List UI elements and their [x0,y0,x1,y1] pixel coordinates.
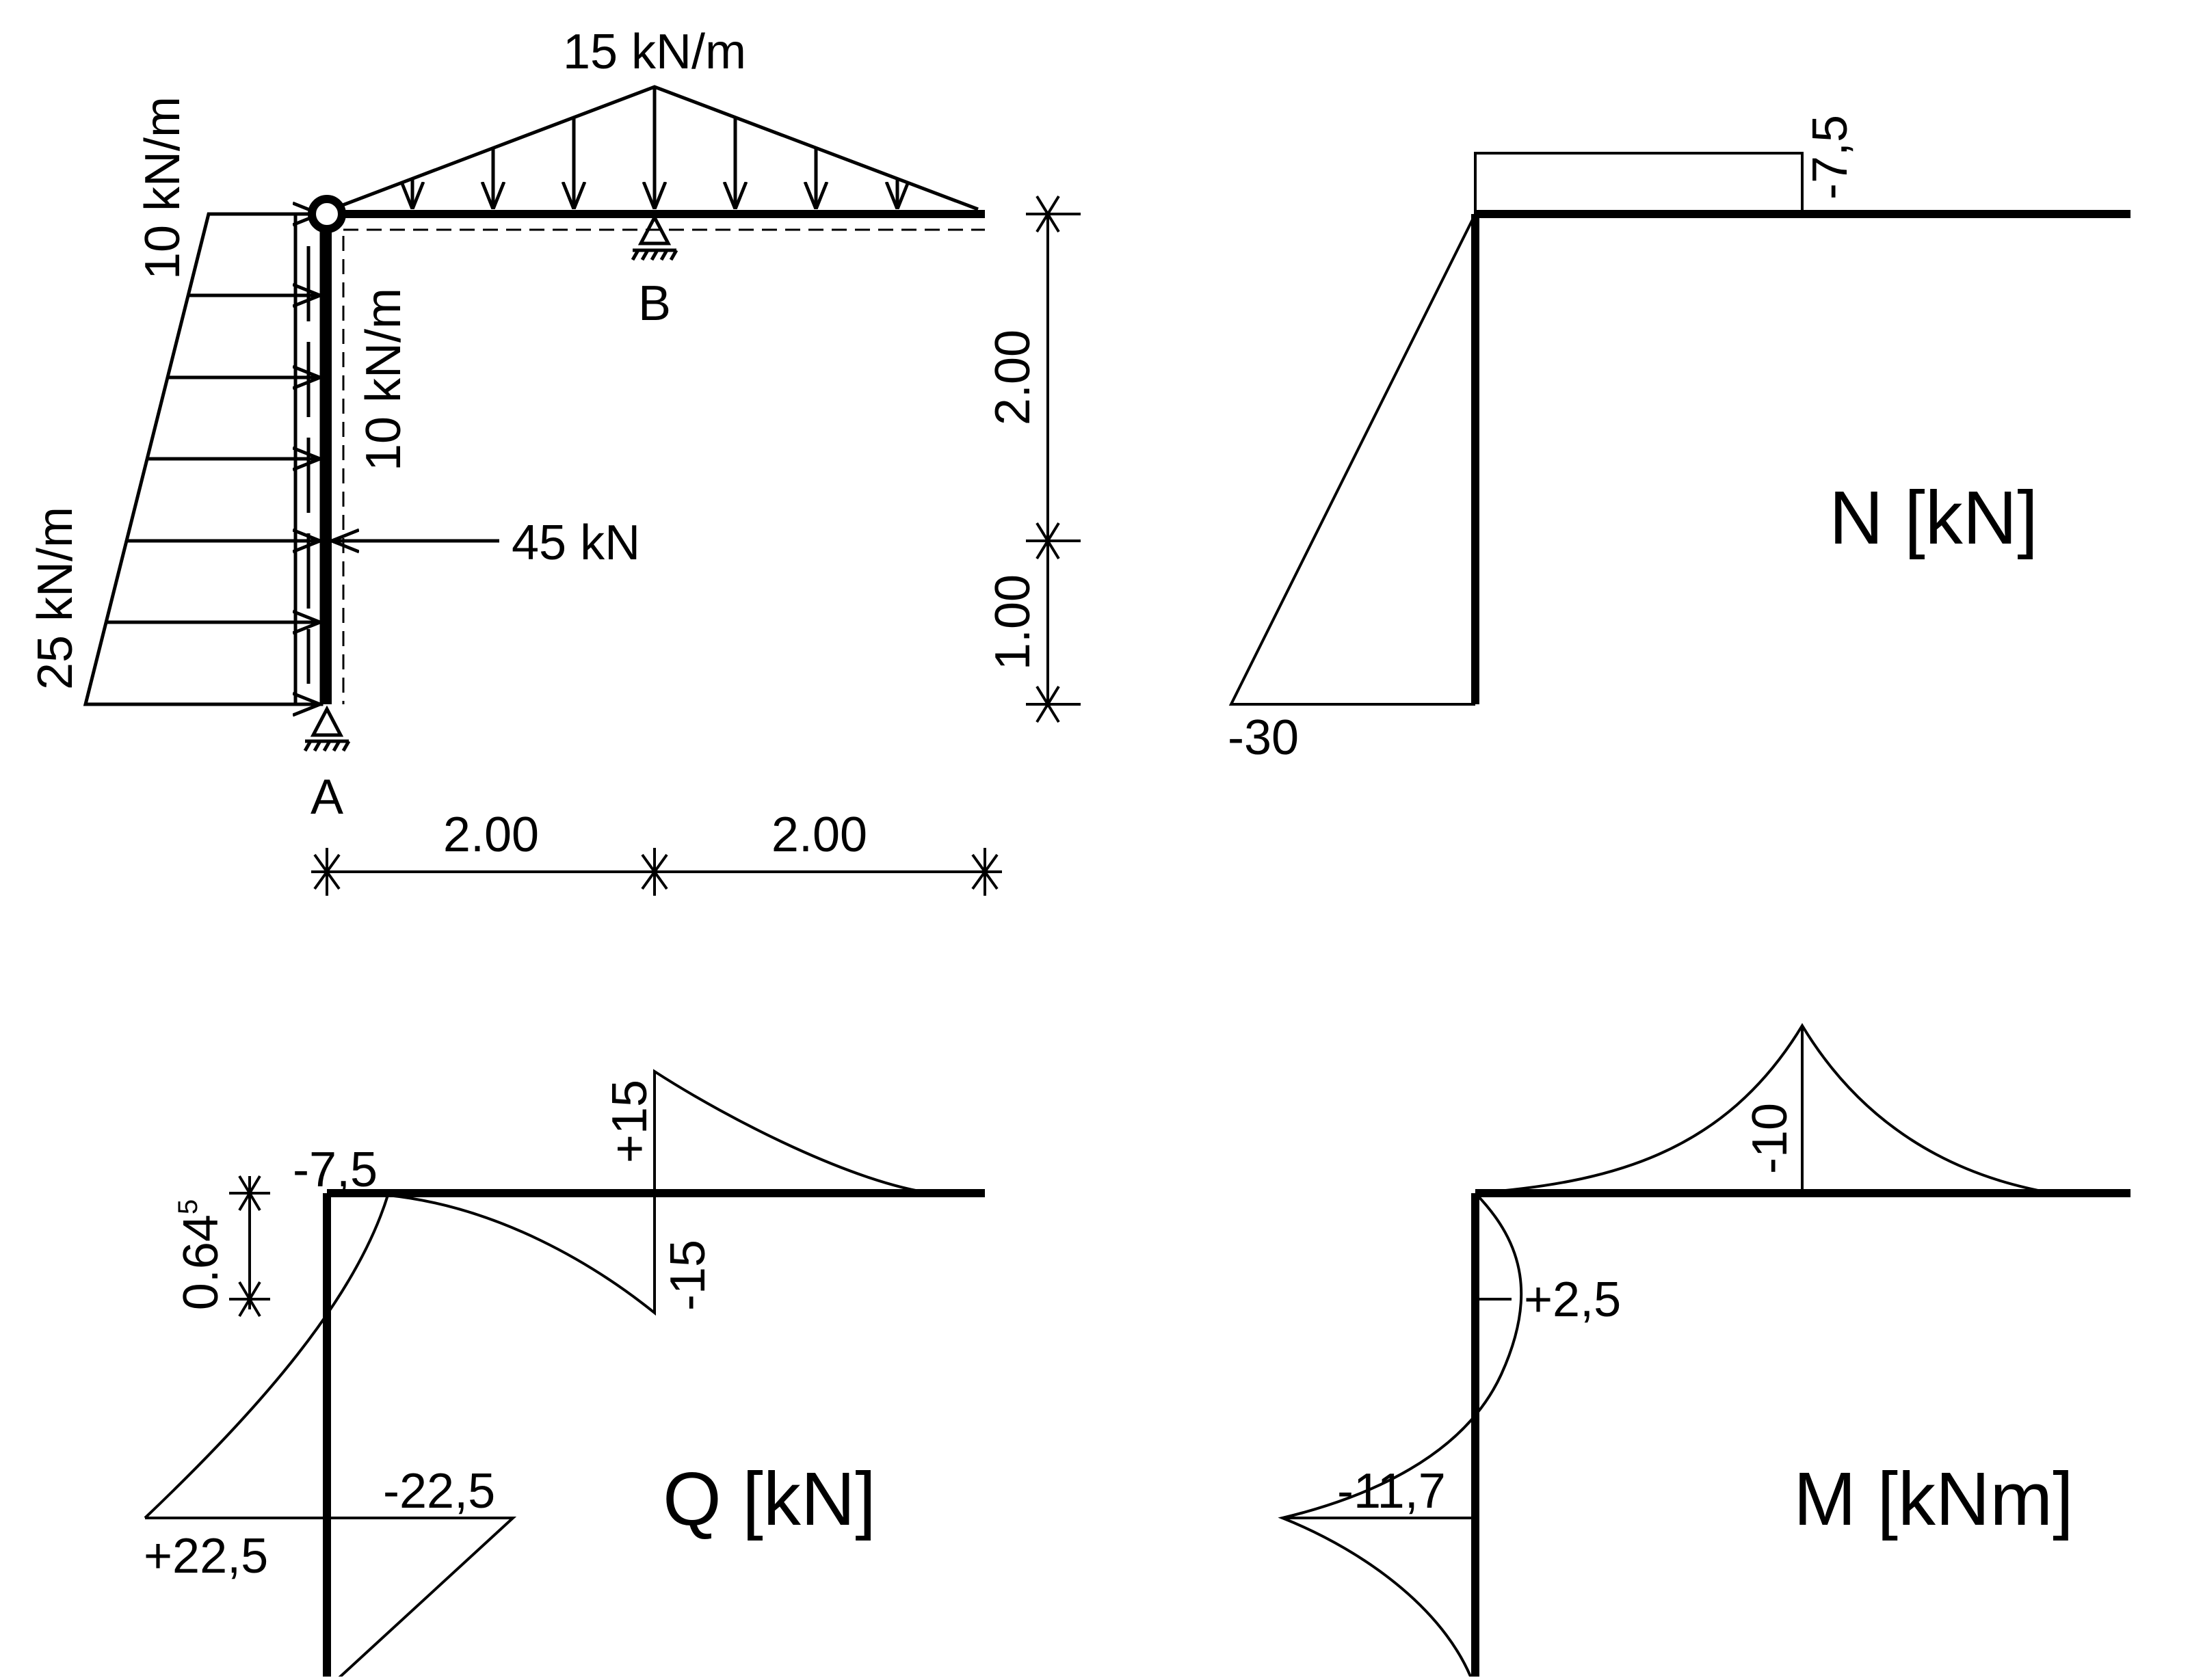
triangular-load [331,85,979,211]
trapezoidal-load [83,214,321,704]
shear-force-title: Q [kN] [663,1457,876,1541]
shear-force-dimension [229,1175,270,1318]
horizontal-dimension [311,848,1002,896]
bending-moment-b-value: -10 [1743,1103,1797,1174]
bending-moment-min-value: -11,7 [1337,1464,1446,1519]
column-axial-load-label: 10 kN/m [356,288,411,471]
bending-moment-max-value: +2,5 [1524,1272,1621,1327]
bending-moment-beam-curve [1475,1023,2053,1195]
point-load-label: 45 kN [512,516,640,570]
bending-moment-diagram: -10 +2,5 -11,7 M [kNm] [1278,1023,2130,1680]
structure-diagram: 15 kN/m 10 kN/m 25 kN/m 10 kN/m 45 kN [28,25,1081,896]
normal-force-column-value: -30 [1228,710,1299,765]
normal-force-beam-value: -7,5 [1803,115,1858,200]
vertical-dimension [1026,195,1081,723]
shear-force-dimension-sup: 5 [173,1199,203,1214]
support-b-label: B [638,276,671,331]
vertical-dimension-lower: 1.00 [986,574,1040,670]
shear-force-column-curve [144,1195,389,1519]
bending-moment-column-curve [1278,1192,1523,1680]
frame [308,195,985,704]
shear-force-dimension-main: 0.64 [174,1214,228,1310]
shear-force-right-base-value: -22,5 [383,1464,495,1519]
support-a-label: A [311,770,343,825]
normal-force-beam-region [1474,152,1804,215]
normal-force-title: N [kN] [1829,476,2038,560]
normal-force-diagram: -7,5 -30 N [kN] [1228,115,2130,765]
shear-force-b-top-value: +15 [603,1080,657,1163]
normal-force-column-region [1228,213,1477,706]
left-bottom-load-label: 25 kN/m [28,507,83,690]
bending-moment-title: M [kNm] [1793,1457,2073,1541]
shear-force-beam-curve [387,1069,932,1316]
vertical-dimension-upper: 2.00 [986,330,1040,425]
horizontal-dimension-left: 2.00 [443,808,539,862]
shear-force-top-left-value: -7,5 [293,1143,378,1197]
triangular-load-label: 15 kN/m [563,25,746,79]
support-a-icon [303,705,351,752]
shear-force-diagram: -7,5 +15 -15 +22,5 -22,5 0.645 Q [kN] [144,1069,985,1680]
shear-force-column-lower [145,1517,517,1680]
shear-force-dimension-label: 0.645 [173,1199,228,1310]
shear-force-b-bottom-value: -15 [661,1240,715,1311]
horizontal-dimension-right: 2.00 [771,808,867,862]
support-b-icon [631,213,678,261]
left-top-load-label: 10 kN/m [135,96,190,280]
shear-force-left-base-value: +22,5 [144,1529,268,1584]
hinge-icon [308,195,346,233]
